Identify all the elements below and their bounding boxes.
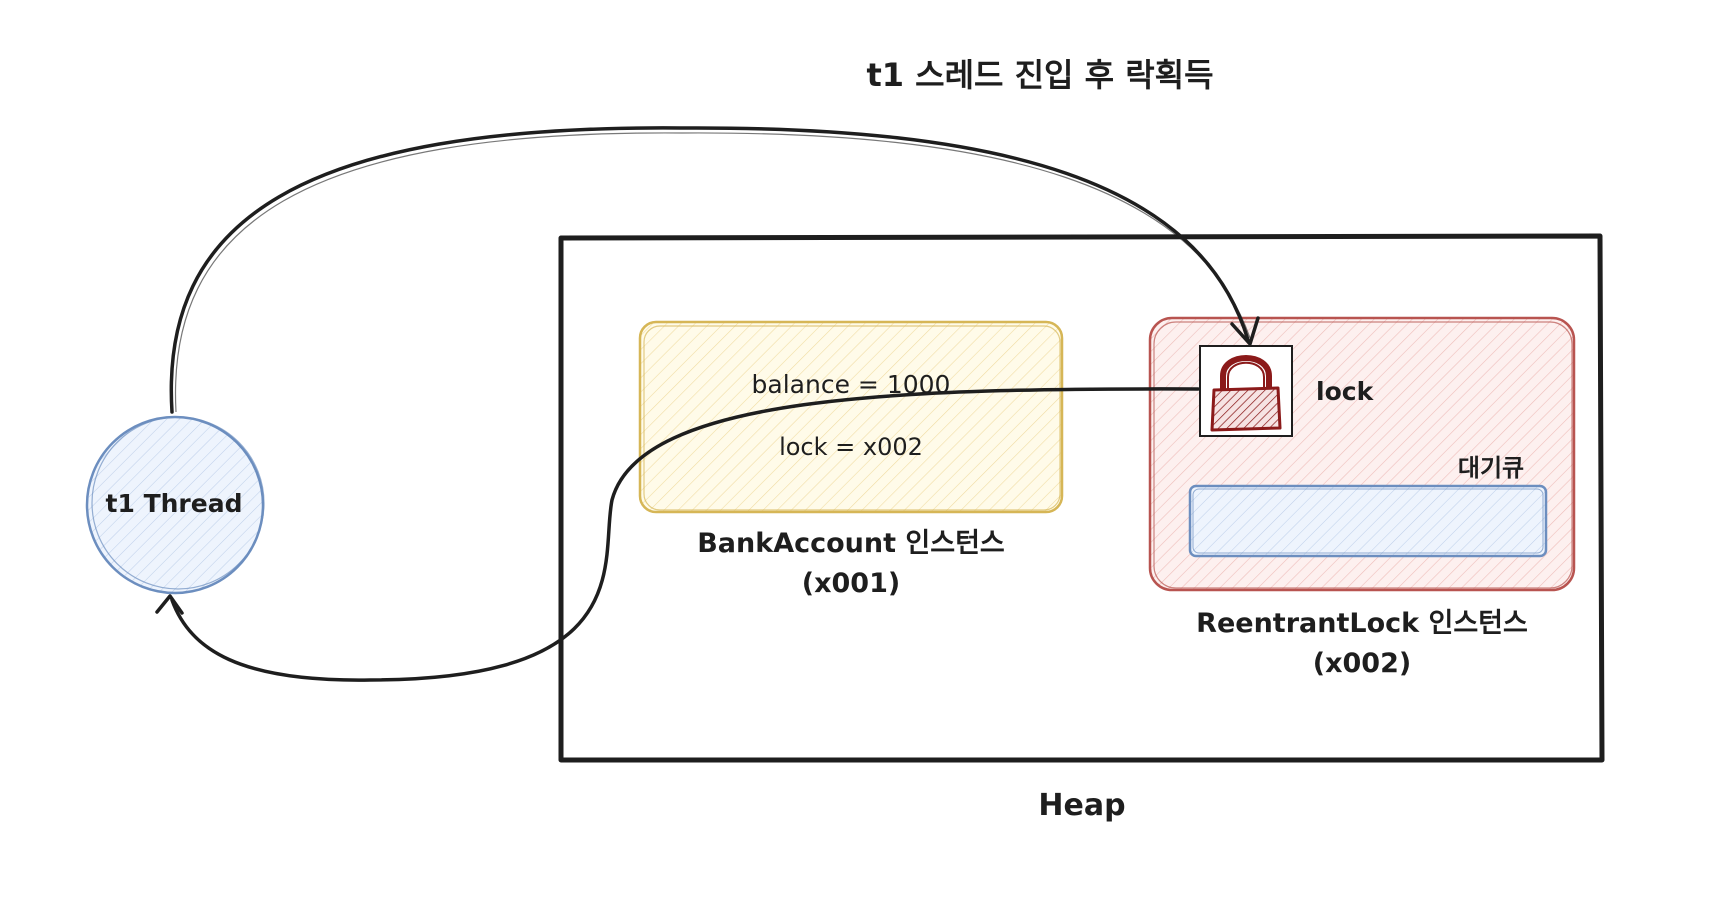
bank-account-instance: balance = 1000 lock = x002 BankAccount 인… <box>638 320 1064 599</box>
acquire-arrow <box>169 126 1260 414</box>
wait-queue <box>1188 484 1548 558</box>
reference-arrow <box>155 387 1200 682</box>
diagram-title: t1 스레드 진입 후 락획득 <box>866 56 1213 94</box>
heap-box <box>558 233 1605 763</box>
thread-label: t1 Thread <box>106 489 243 518</box>
acquire-arrowhead <box>1230 316 1260 346</box>
bank-account-label: BankAccount 인스턴스 <box>697 528 1005 559</box>
padlock-icon <box>1199 345 1293 437</box>
thread-node: t1 Thread <box>85 415 265 595</box>
wait-queue-label: 대기큐 <box>1458 454 1524 482</box>
reference-arrowhead <box>155 594 184 615</box>
heap-label: Heap <box>1038 788 1125 823</box>
bank-account-address: (x001) <box>802 568 900 599</box>
bank-account-box <box>638 320 1064 514</box>
reentrant-lock-label: ReentrantLock 인스턴스 <box>1196 608 1528 639</box>
lock-label: lock <box>1316 377 1375 406</box>
reentrant-lock-instance: lock 대기큐 ReentrantLock 인스턴스 (x002) <box>1148 316 1576 679</box>
reentrant-lock-address: (x002) <box>1313 648 1411 679</box>
lock-field: lock = x002 <box>779 433 923 461</box>
